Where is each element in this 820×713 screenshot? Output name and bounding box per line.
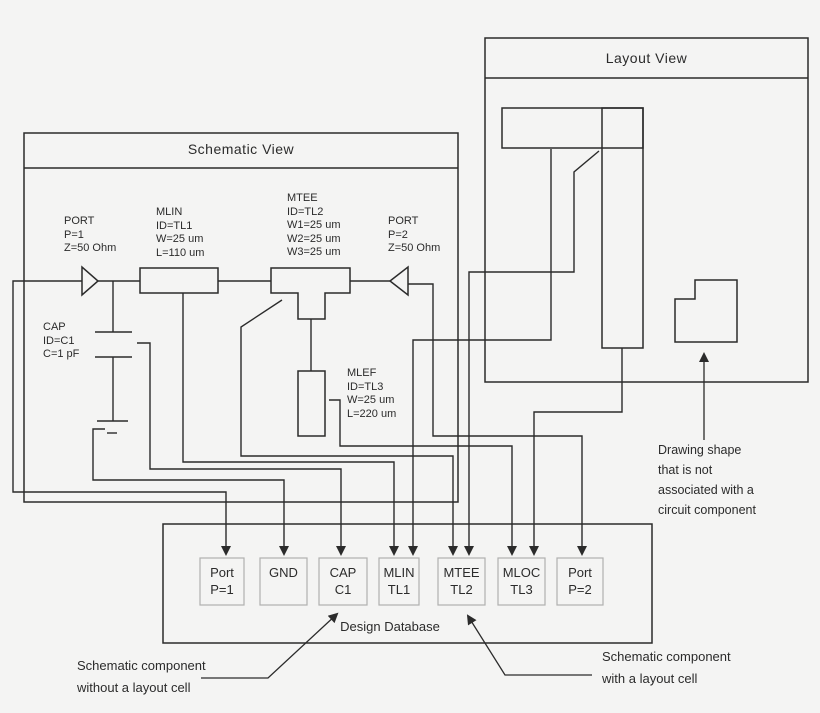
mlef-symbol [297,370,326,437]
port2-label: PORT P=2 Z=50 Ohm [388,215,441,254]
mlef-label: MLEF ID=TL3 W=25 um L=220 um [347,367,397,420]
port1-label: PORT P=1 Z=50 Ohm [64,215,117,254]
schematic-wires [95,280,390,434]
mtee-symbol [270,267,351,320]
connector-layout-mtee-to-db [464,150,600,556]
cap-label: CAP ID=C1 C=1 pF [43,321,80,360]
db-box-mloc [497,557,546,606]
design-database-label: Design Database [340,619,440,634]
port2-symbol [388,265,409,297]
schematic-view-window [23,132,459,503]
db-item-mlin: MLIN TL1 [383,565,415,597]
without-layout-annotation: Schematic component without a layout cel… [77,658,206,695]
mlin-label: MLIN ID=TL1 W=25 um L=110 um [156,206,205,259]
connector-mlef-to-db [329,399,517,556]
connector-mtee-to-db [240,299,458,556]
layout-view-window [484,37,809,383]
db-box-port2 [556,557,604,606]
db-item-mloc: MLOC TL3 [502,565,541,597]
connector-port2-to-db [408,283,587,556]
leader-without-layout-arrow [201,612,339,679]
db-item-gnd: GND [269,565,298,580]
drawing-shape [674,279,738,343]
layout-view-title: Layout View [605,50,688,66]
drawing-shape-annotation: Drawing shape that is not associated wit… [658,443,756,517]
connector-layout-mlin-to-db [408,149,552,556]
db-box-mlin [378,557,420,606]
connector-mlin-to-db [182,293,399,556]
db-item-port2: Port P=2 [568,565,592,597]
db-item-cap: CAP C1 [329,565,357,597]
layout-mlin-shape [501,107,644,149]
connector-port1-to-db [12,280,231,556]
db-box-mtee [437,557,486,606]
db-item-mtee: MTEE TL2 [443,565,480,597]
mlin-symbol [139,267,219,294]
schematic-view-title: Schematic View [187,141,295,157]
connector-layout-mlef-to-db [529,348,623,556]
mtee-label: MTEE ID=TL2 W1=25 um W2=25 um W3=25 um [287,192,341,258]
db-box-cap [318,557,368,606]
db-box-port1 [199,557,245,606]
with-layout-annotation: Schematic component with a layout cell [602,649,731,686]
db-box-gnd [259,557,308,606]
db-item-port1: Port P=1 [210,565,234,597]
leader-with-layout-arrow [466,614,592,676]
connector-gnd-to-db [92,428,289,556]
connector-cap-to-db [137,342,346,556]
layout-stub-shape [601,107,644,349]
design-database-box [162,523,653,644]
port1-symbol [81,265,100,297]
